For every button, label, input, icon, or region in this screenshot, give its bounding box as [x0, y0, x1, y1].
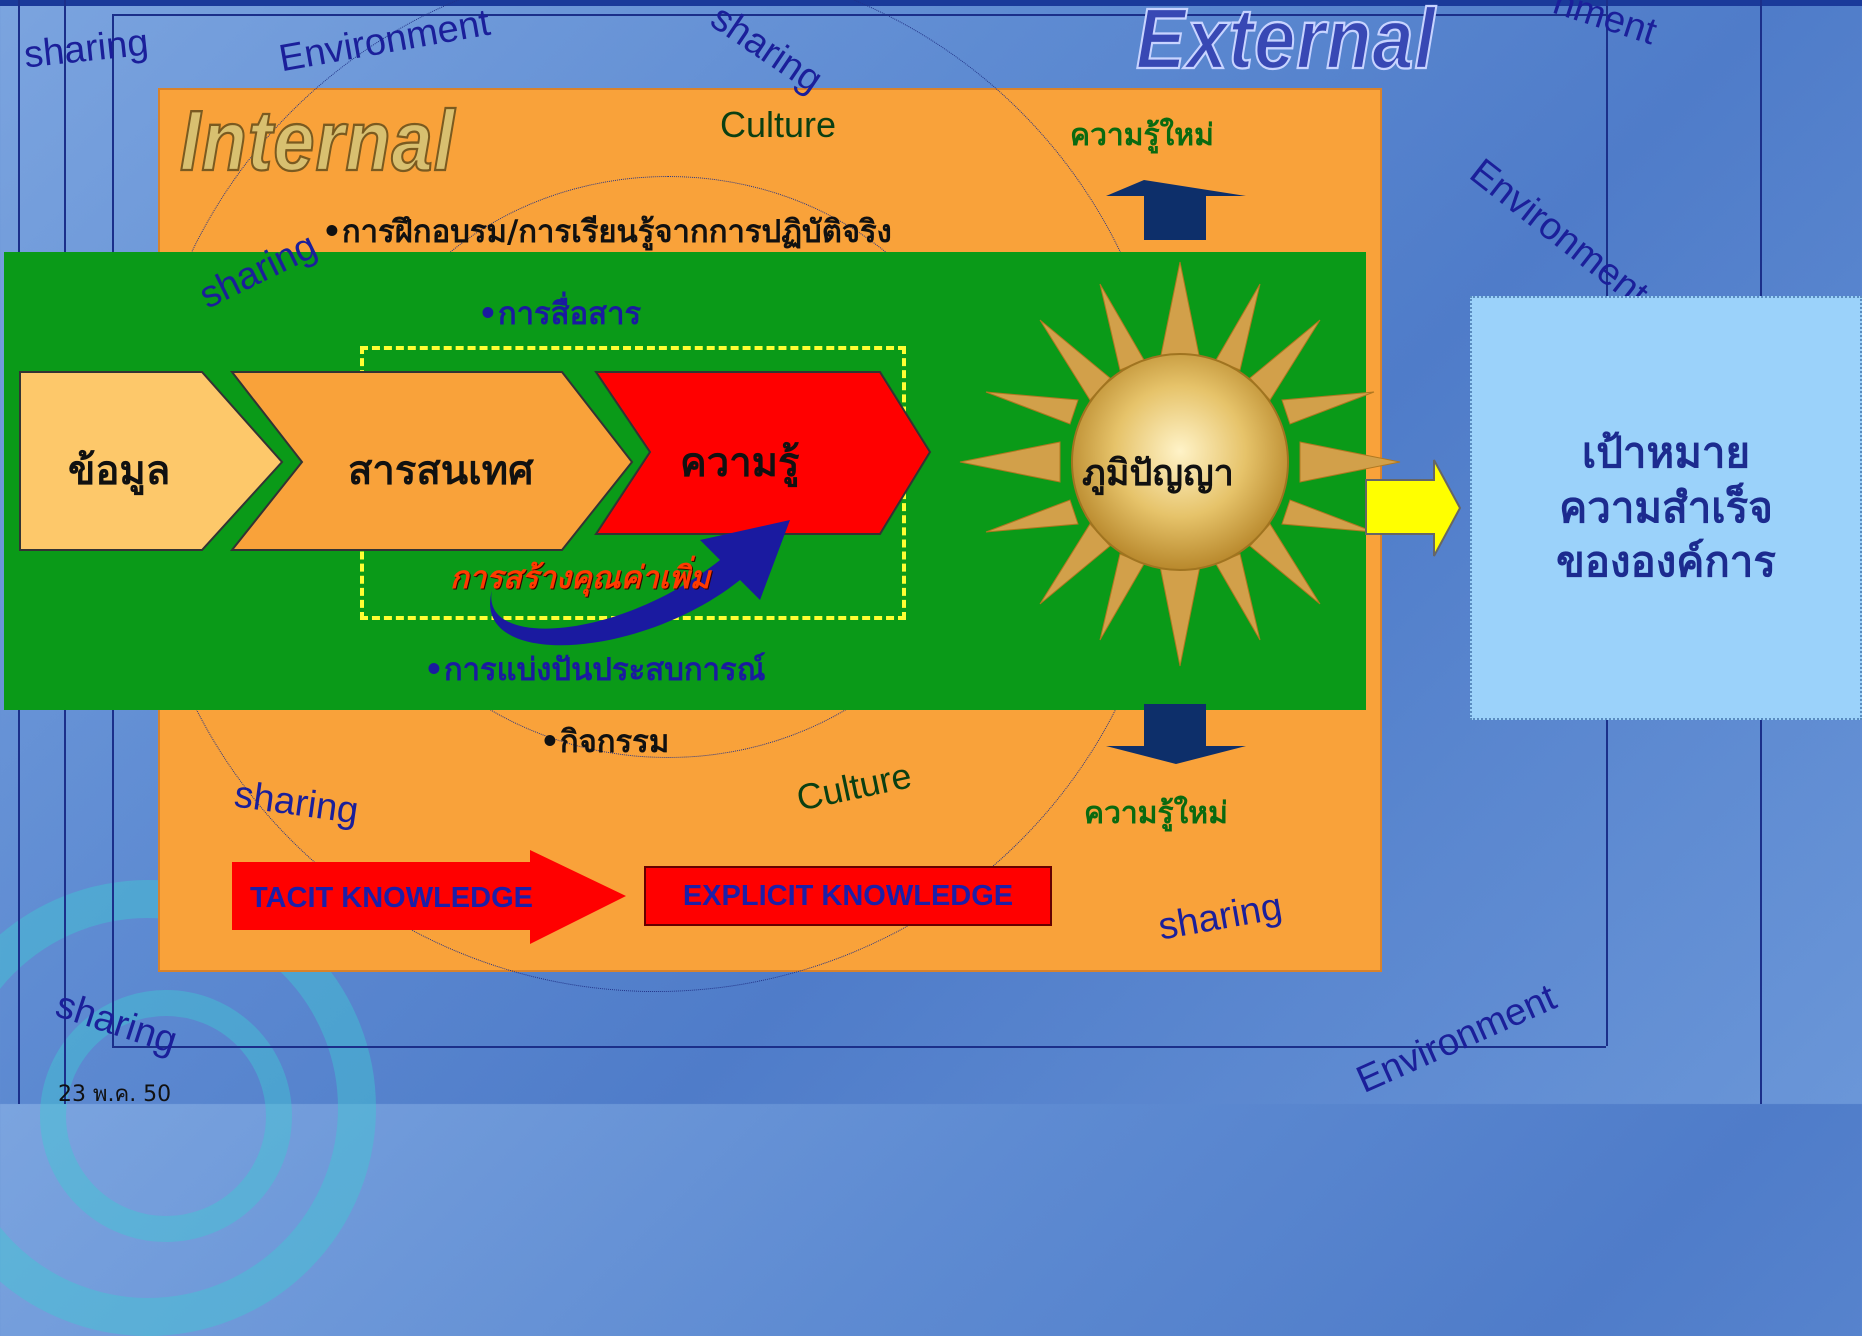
new-knowledge-bottom: ความรู้ใหม่	[1084, 796, 1228, 831]
organization-goal-text: เป้าหมาย ความสำเร็จ ขององค์การ	[1556, 428, 1776, 587]
experience-sharing-bullet: •การแบ่งปันประสบการณ์	[424, 652, 766, 688]
culture-label-top: Culture	[720, 104, 837, 145]
wisdom-label: ภูมิปัญญา	[1082, 453, 1234, 494]
frame-line	[112, 1046, 1606, 1048]
organization-goal-box: เป้าหมาย ความสำเร็จ ขององค์การ	[1470, 296, 1862, 720]
explicit-knowledge-label: EXPLICIT KNOWLEDGE	[682, 879, 1014, 912]
goal-arrow	[1365, 459, 1462, 557]
new-knowledge-top: ความรู้ใหม่	[1070, 118, 1214, 153]
wisdom-sun	[1071, 353, 1289, 571]
data-chevron	[19, 371, 284, 551]
tacit-arrow	[232, 850, 626, 944]
knowledge-chevron	[594, 371, 932, 535]
knowledge-label: ความรู้	[680, 440, 800, 486]
value-add-arrow	[490, 520, 790, 646]
diagram-graphics	[19, 180, 1462, 944]
external-title: External	[1135, 0, 1437, 87]
training-bullet: •การฝึกอบรม/การเรียนรู้จากการปฏิบัติจริง	[322, 214, 892, 250]
data-label: ข้อมูล	[68, 448, 171, 494]
top-bar	[0, 0, 1862, 6]
new-knowledge-up-arrow	[1106, 180, 1246, 240]
information-chevron	[229, 371, 634, 551]
communication-bullet: •การสื่อสาร	[478, 296, 642, 332]
internal-title: Internal	[179, 92, 456, 190]
explicit-knowledge-box: EXPLICIT KNOWLEDGE	[644, 866, 1052, 926]
value-add-label: การสร้างคุณค่าเพิ่ม	[450, 560, 711, 596]
new-knowledge-down-arrow	[1106, 704, 1246, 764]
sun-rays	[959, 261, 1401, 667]
slide-date: 23 พ.ค. 50	[58, 1082, 172, 1107]
activity-bullet: •กิจกรรม	[540, 724, 670, 760]
tacit-knowledge-label: TACIT KNOWLEDGE	[250, 882, 533, 914]
information-label: สารสนเทศ	[348, 448, 534, 494]
